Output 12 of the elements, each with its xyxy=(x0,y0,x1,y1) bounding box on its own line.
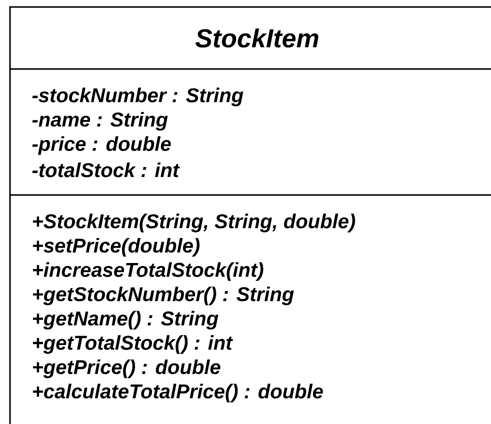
member-text: -name : String xyxy=(32,112,168,131)
member-text: -price : double xyxy=(32,136,171,155)
member-text: -stockNumber : String xyxy=(32,88,244,106)
member-text: +getName() : String xyxy=(32,310,218,330)
member-text: +StockItem(String, String, double) xyxy=(32,214,356,232)
member-text: +getStockNumber() : String xyxy=(32,286,294,306)
member-text: +getTotalStock() : int xyxy=(32,335,233,354)
member-text: +calculateTotalPrice() : double xyxy=(32,384,323,402)
member-text: +getPrice() : double xyxy=(32,359,220,378)
member-text: +increaseTotalStock(int) xyxy=(32,262,264,281)
member-text: -totalStock : int xyxy=(32,162,180,178)
member-text: +setPrice(double) xyxy=(32,238,200,257)
